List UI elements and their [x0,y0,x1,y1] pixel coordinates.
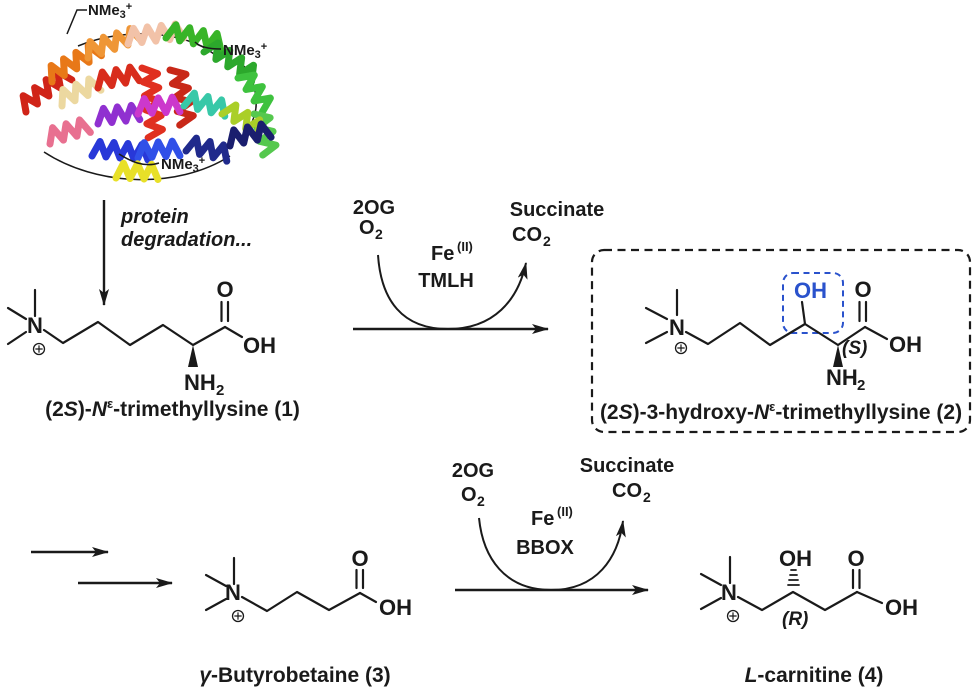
svg-text:2: 2 [543,233,551,249]
structure-1-bonds [6,288,244,367]
product-co2: CO [612,480,642,502]
reagent-o2: O [359,217,375,239]
svg-text:2: 2 [375,226,383,242]
carbonyl-o-label: O [216,277,233,302]
product-succinate: Succinate [580,455,674,477]
reagent-o2: O [461,484,477,506]
enzyme-bbox: BBOX [516,537,574,559]
structure-3-bonds [204,556,378,613]
nme3-label-3: NMe3+ [161,155,206,175]
plus-charge-icon [32,342,46,356]
continuation-arrows [31,547,173,588]
nme3-connector-lines [66,9,222,166]
amine-label: NH [826,365,858,390]
n-atom-label: N [669,315,685,340]
stereocenter-label: (S) [842,338,867,359]
reaction-2-arrows [455,517,649,595]
plus-charge-icon [674,341,688,355]
acid-oh-label: OH [889,332,922,357]
compound-2-name: (2S)-3-hydroxy-Nε-trimethyllysine (2) [599,399,963,424]
product-co2: CO [512,224,542,246]
reagent-2og: 2OG [353,197,395,219]
structure-4-carnitine: N OH O OH (R) [699,546,918,630]
reaction-2-cofactor-arc [478,517,626,592]
reaction-1-labels: 2OG O 2 Fe (II) TMLH Succinate CO 2 [353,197,604,292]
protein-ribbon-image [19,20,280,183]
catalyst-fe: Fe [531,508,554,530]
enzyme-tmlh: TMLH [418,270,474,292]
structure-3-butyrobetaine: N O OH [204,546,412,623]
compound-4-name: L-carnitine (4) [744,664,884,687]
reaction-2-labels: 2OG O 2 Fe (II) BBOX Succinate CO 2 [452,455,674,559]
degradation-caption: protein degradation... [121,206,253,251]
catalyst-fe: Fe [431,243,454,265]
structure-2-bonds [644,288,889,367]
wedge-bond [188,345,198,367]
nme3-label-1: NMe3+ [88,1,133,21]
reaction-1-cofactor-arc [377,254,528,331]
amine-sub-label: 2 [216,382,224,399]
hydroxyl-oh-label: OH [794,278,827,303]
wedge-bond [833,345,843,367]
svg-text:(II): (II) [557,504,573,519]
hashed-bond [787,569,800,586]
n-atom-label: N [225,580,241,605]
carbonyl-o-label: O [854,277,871,302]
reaction-1-arrows [353,254,549,334]
n-atom-label: N [27,313,43,338]
svg-text:2: 2 [477,493,485,509]
svg-text:2: 2 [643,489,651,505]
structure-1-trimethyllysine: N O OH NH 2 [6,277,276,399]
compound-3-name: γ-Butyrobetaine (3) [199,664,391,687]
amine-label: NH [184,370,216,395]
acid-oh-label: OH [885,595,918,620]
product-highlight-box [590,248,972,434]
product-succinate: Succinate [510,199,604,221]
plus-charge-icon [231,609,245,623]
stereocenter-label: (R) [782,609,808,630]
nme3-label-2: NMe3+ [223,41,268,61]
acid-oh-label: OH [379,595,412,620]
structure-4-bonds [699,555,884,612]
structure-2-hydroxytrimethyllysine: N OH O OH (S) NH 2 [644,272,922,394]
carbonyl-o-label: O [847,546,864,571]
acid-oh-label: OH [243,333,276,358]
hydroxyl-highlight-box [782,272,844,334]
reagent-2og: 2OG [452,460,494,482]
n-atom-label: N [721,580,737,605]
svg-text:(II): (II) [457,239,473,254]
amine-sub-label: 2 [857,377,865,394]
plus-charge-icon [726,609,740,623]
compound-1-name: (2S)-Nε-trimethyllysine (1) [45,396,300,421]
carbonyl-o-label: O [351,546,368,571]
hydroxyl-oh-label: OH [779,546,812,571]
